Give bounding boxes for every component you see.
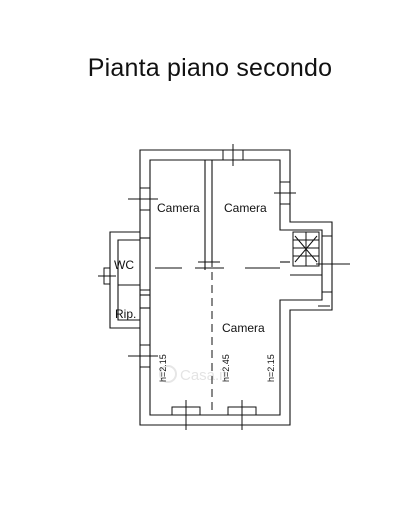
room-label-ripostiglio: Rip.: [115, 307, 136, 321]
height-label-right: h=2.15: [266, 354, 276, 382]
height-label-center: h=2.45: [221, 354, 231, 382]
watermark-text: Casa.it: [180, 367, 228, 384]
plan-title: Pianta piano secondo: [87, 54, 333, 82]
stair: [292, 231, 320, 267]
windows: [98, 144, 350, 430]
interior-walls: [118, 160, 322, 309]
tick-marks: [140, 289, 330, 307]
room-label-wc: WC: [114, 258, 134, 272]
room-label-camera-1: Camera: [157, 201, 200, 215]
room-label-camera-2: Camera: [224, 201, 267, 215]
height-label-left: h=2.15: [158, 354, 168, 382]
room-label-camera-3: Camera: [222, 321, 265, 335]
watermark: Casa.it: [159, 365, 228, 384]
